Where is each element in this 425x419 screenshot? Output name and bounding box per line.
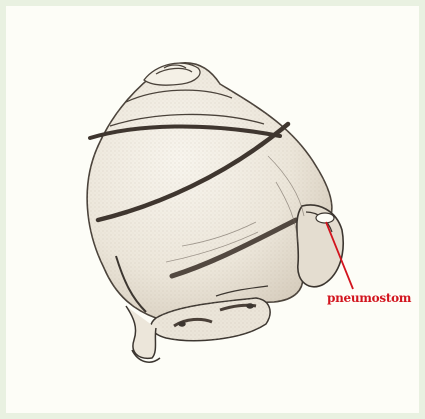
illustration-panel: pneumostom: [6, 6, 419, 413]
pneumostome-opening: [316, 213, 334, 223]
pneumostome-label: pneumostom: [327, 291, 412, 305]
snail-shell-illustration: pneumostom: [6, 6, 419, 413]
